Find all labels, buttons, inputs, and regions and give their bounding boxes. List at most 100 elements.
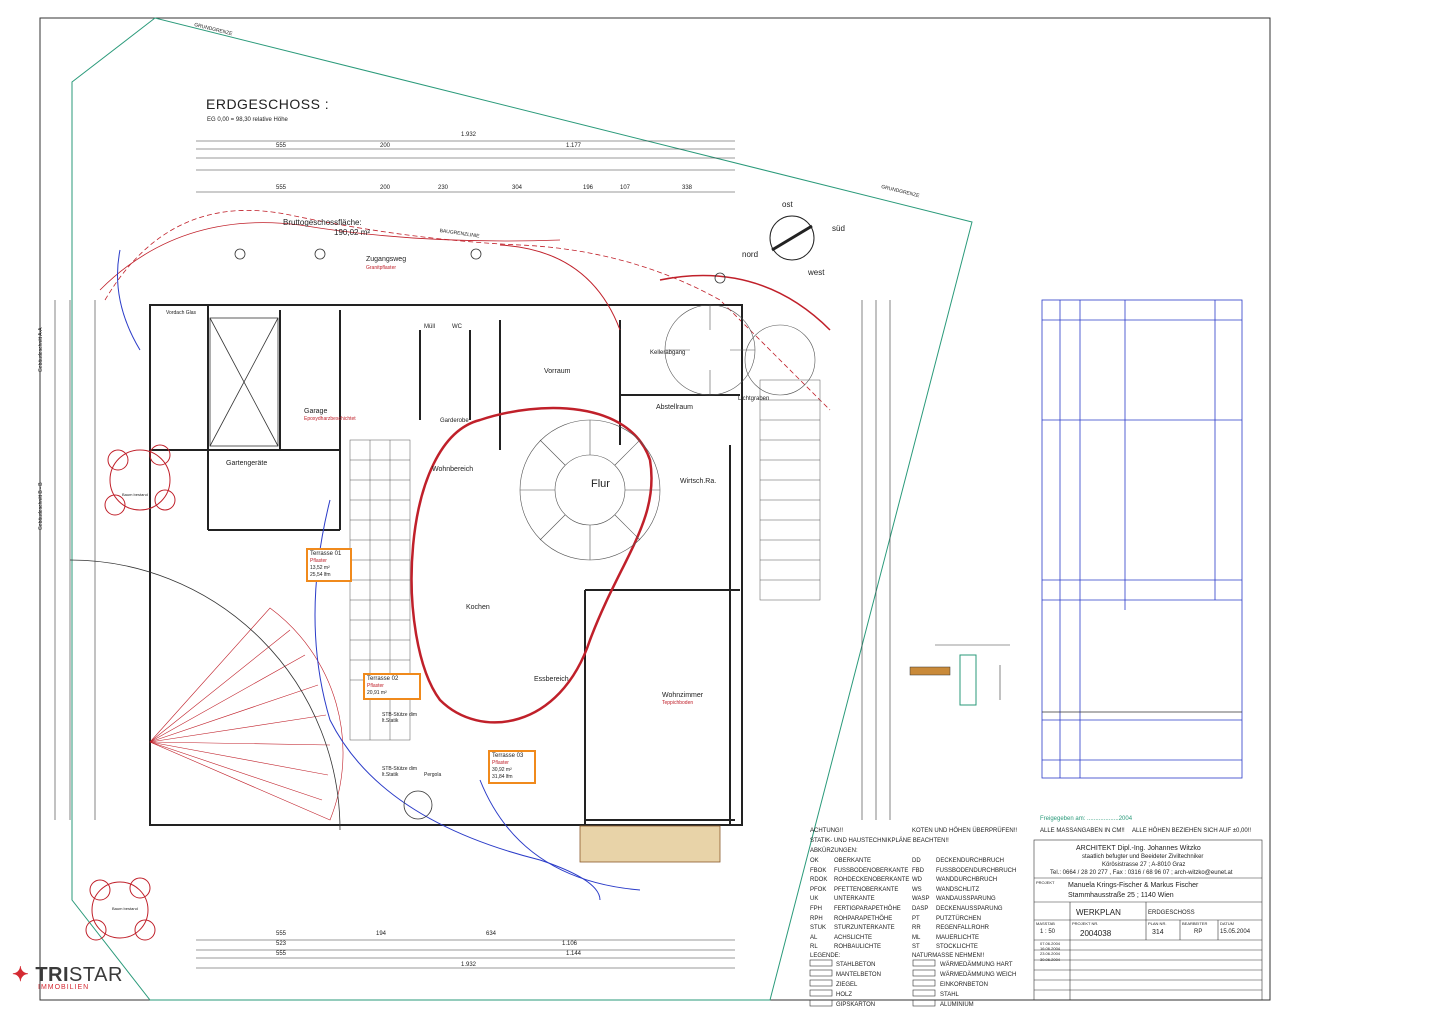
terrace-01-area: 13,52 m²: [310, 565, 330, 571]
blue-line-2: [479, 779, 641, 891]
spiral-stair-cellar: [664, 304, 816, 396]
architect-address: Körösistrasse 27 ; A-8010 Graz: [1102, 862, 1186, 868]
room-vordach: Vordach Glas: [166, 310, 197, 316]
fan-terrace: [149, 607, 344, 821]
plan-nr: 314: [1152, 929, 1164, 936]
plan-nr-label: PLAN NR.: [1148, 921, 1167, 926]
abbreviation-key: FBOK: [810, 867, 827, 874]
client-name: Manuela Krings-Fischer & Markus Fischer: [1068, 882, 1199, 889]
massangaben: ALLE MASSANGABEN IN CM!!: [1040, 828, 1125, 834]
detail-section: [909, 644, 1010, 706]
red-arc-2: [499, 244, 621, 331]
bearbeiter: RP: [1194, 929, 1203, 935]
legend-item: STAHL: [940, 992, 959, 998]
abbreviation-key: UK: [810, 896, 819, 903]
area-label: Bruttogeschossfläche:: [283, 218, 362, 227]
abbreviation-key: RL: [810, 944, 818, 951]
building-section: [1041, 299, 1243, 779]
abbreviation-key: WS: [912, 886, 922, 893]
abbreviation-key: DASP: [912, 905, 929, 912]
terrace-02-detail: Pflaster: [367, 683, 384, 689]
abbreviation-key: FBD: [912, 867, 924, 874]
room-zugangsweg-detail: Granitpflaster: [366, 265, 397, 271]
room-garage-detail: Epoxydharzbeschichtet: [304, 416, 356, 422]
abbreviation-row: PFOK PFETTENOBERKANTE: [810, 886, 909, 896]
note-statik: STATIK- UND HAUSTECHNIKPLÄNE BEACHTEN!!: [810, 838, 949, 844]
legend-item: HOLZ: [836, 992, 853, 998]
room-wohnzimmer-detail: Teppichboden: [662, 700, 694, 706]
title-block-grid: [1033, 839, 1263, 1001]
pergola-post: [403, 790, 433, 820]
blue-line-3: [117, 249, 141, 351]
abbreviation-value: PUTZTÜRCHEN: [936, 915, 981, 922]
abbreviation-value: ROHPARAPETHÖHE: [834, 915, 893, 922]
abbreviation-key: RR: [912, 925, 921, 932]
room-vorraum: Vorraum: [544, 368, 571, 375]
freigegeben: Freigegeben am: ...................2004: [1040, 816, 1133, 822]
abbreviation-value: OBERKANTE: [834, 858, 872, 864]
brand-name-b: STAR: [69, 964, 123, 986]
property-boundary: [71, 17, 973, 1001]
bearbeiter-label: BEARBEITER: [1182, 921, 1208, 926]
architect-name: ARCHITEKT Dipl.-Ing. Johannes Witzko: [1076, 845, 1201, 852]
plan-art: WERKPLAN: [1076, 908, 1121, 917]
room-gartengeraete: Gartengeräte: [226, 460, 268, 467]
dim-top-1: 555: [276, 143, 287, 149]
abbreviation-value: REGENFALLROHR: [936, 925, 990, 932]
arc-boundary: [69, 559, 341, 831]
dim-bottom-3: 634: [486, 931, 497, 937]
terrace-01[interactable]: Terrasse 01 Pflaster 13,52 m² 25,54 lfm: [306, 548, 352, 582]
abbreviation-key: PT: [912, 915, 920, 922]
section-a-label: Gebäudeschnitt A-A: [38, 327, 44, 372]
note-koten: KOTEN UND HÖHEN ÜBERPRÜFEN!!: [912, 828, 1018, 834]
blue-line: [314, 499, 601, 901]
terrace-02-name: Terrasse 02: [367, 676, 399, 682]
annotation-baum-2: Baum bestand: [112, 906, 138, 911]
plan-inhalt: ERDGESCHOSS: [1148, 910, 1195, 916]
terrace-02-area: 20,91 m²: [367, 690, 387, 696]
legend-item: ALUMINIUM: [940, 1002, 974, 1008]
compass-east: ost: [782, 200, 793, 209]
terrace-03-detail: Pflaster: [492, 760, 509, 766]
terrace-02[interactable]: Terrasse 02 Pflaster 20,91 m²: [363, 673, 421, 700]
abbreviation-value: FERTIGPARAPETHÖHE: [834, 905, 901, 912]
dim-bottom-2: 194: [376, 931, 387, 937]
room-wc: WC: [452, 324, 462, 330]
abbreviation-value: WANDDURCHBRUCH: [936, 877, 998, 884]
room-abstellraum: Abstellraum: [656, 404, 693, 411]
abbreviation-value: WANDAUSSPARUNG: [936, 896, 996, 903]
dim-top-6: 230: [438, 185, 449, 191]
projekt-nr-label: PROJEKT NR.: [1072, 921, 1099, 926]
note-abk-title: ABKÜRZUNGEN:: [810, 848, 858, 854]
abbreviation-key: ST: [912, 944, 920, 951]
room-garderobe: Garderobe: [440, 418, 469, 424]
legend-item: EINKORNBETON: [940, 982, 988, 988]
abbreviation-row: ST STOCKLICHTE: [912, 943, 1016, 953]
abbreviation-row: RR REGENFALLROHR: [912, 924, 1016, 934]
dim-top-9: 107: [620, 185, 631, 191]
abbreviation-value: DECKENDURCHBRUCH: [936, 858, 1005, 864]
terrace-03[interactable]: Terrasse 03 Pflaster 30,92 m² 31,84 lfm: [488, 750, 536, 784]
dim-top-3: 1.177: [566, 143, 582, 149]
dim-top-7: 304: [512, 185, 523, 191]
brand-sub: IMMOBILIEN: [38, 984, 90, 991]
abbreviation-value: STOCKLICHTE: [936, 944, 978, 951]
abbreviation-value: WANDSCHLITZ: [936, 886, 980, 893]
star-icon: ✦: [12, 964, 30, 986]
abbreviation-key: PFOK: [810, 886, 827, 893]
top-dimension-lines: [196, 140, 735, 969]
dim-bottom-5: 1.144: [566, 951, 582, 957]
section-b-label: Gebäudeschnitt B - B: [38, 482, 44, 530]
abbreviation-value: PFETTENOBERKANTE: [834, 886, 899, 893]
abbreviation-key: FPH: [810, 905, 822, 912]
